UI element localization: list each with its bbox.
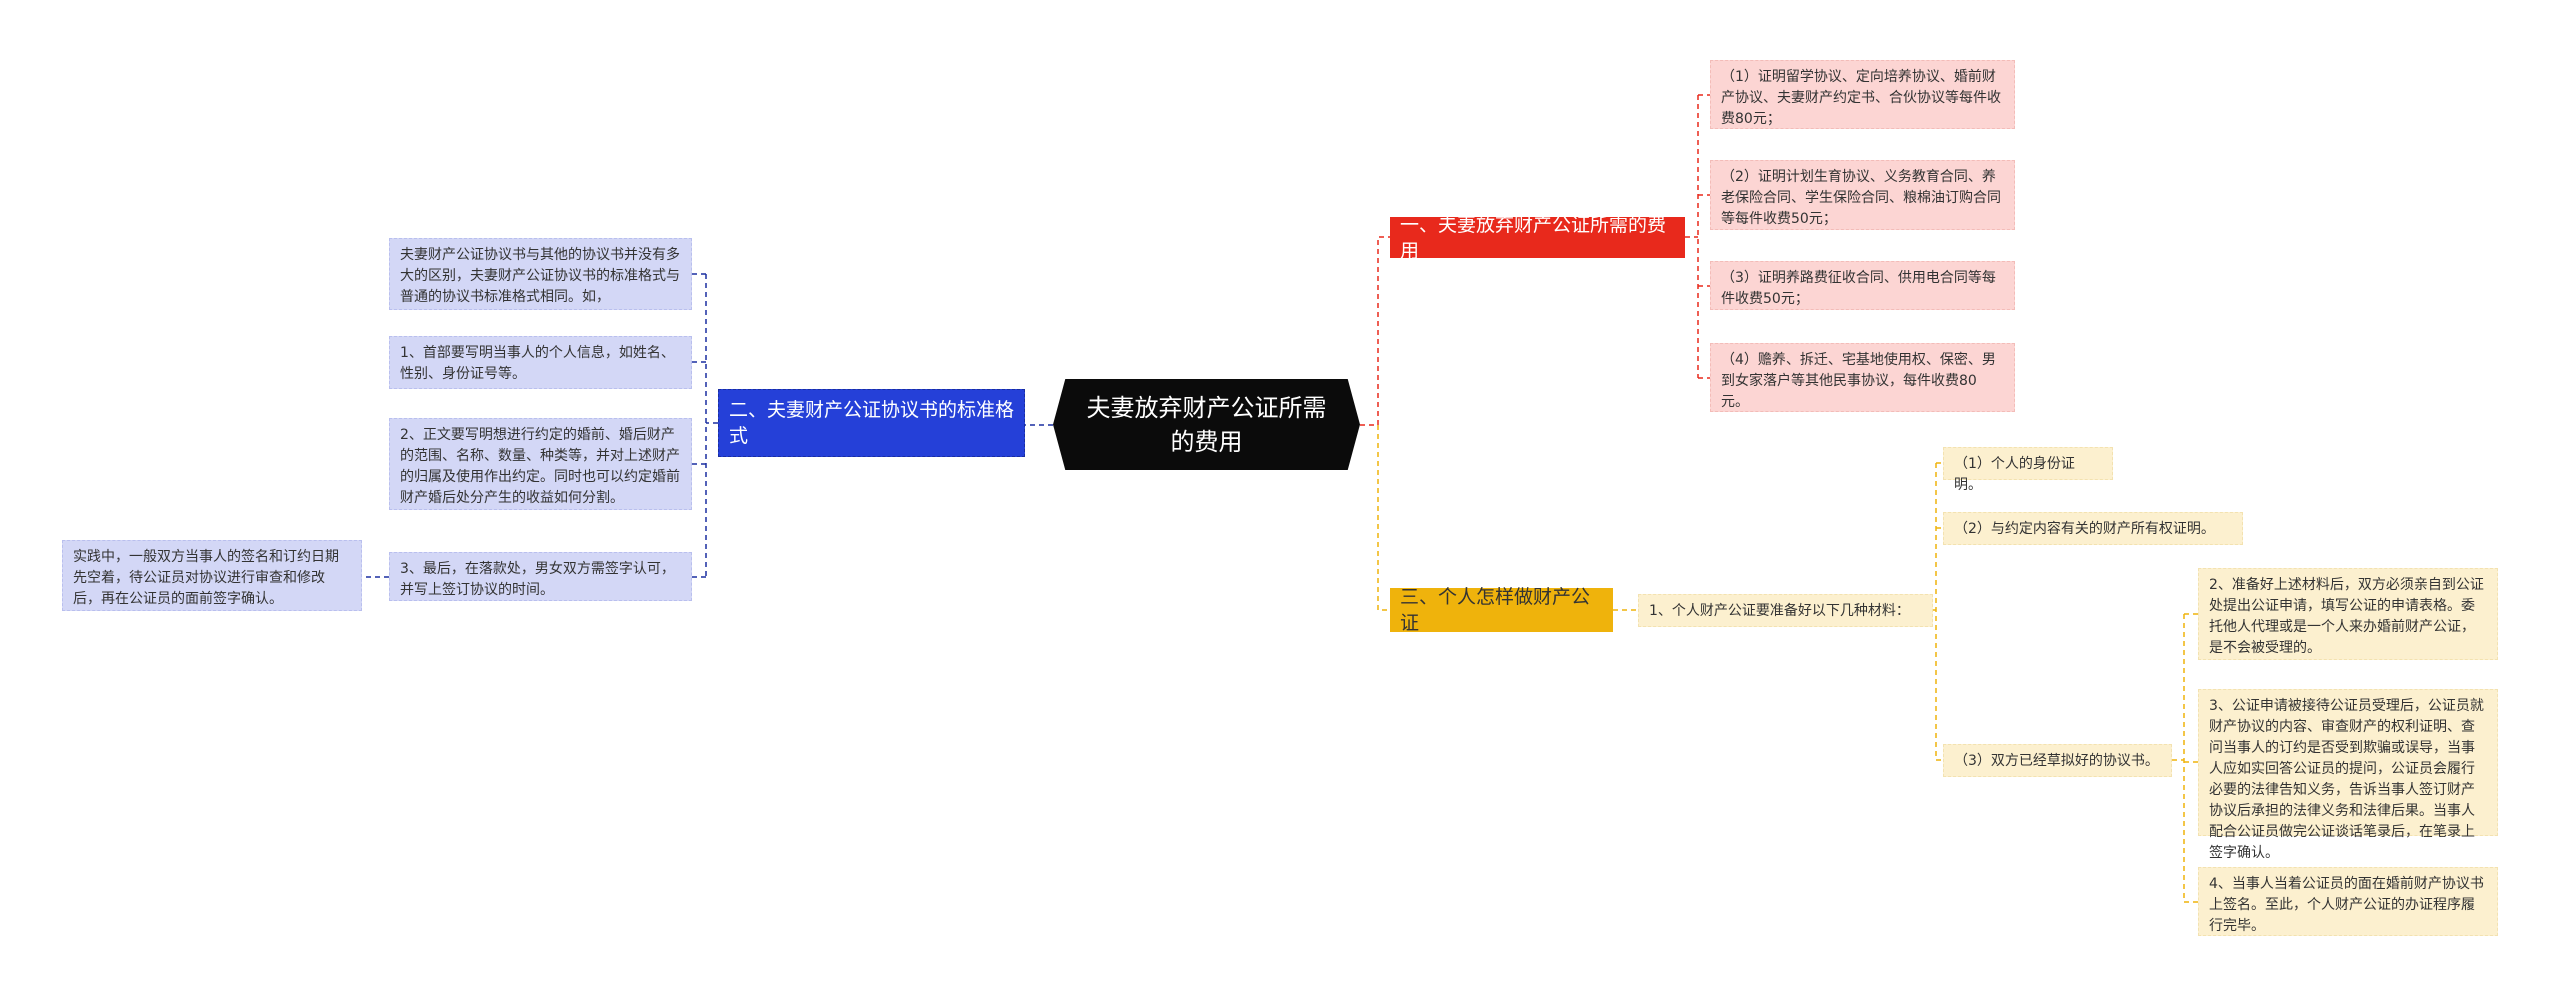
root-topic[interactable]: 夫妻放弃财产公证所需的费用 (1053, 379, 1360, 470)
root-label: 夫妻放弃财产公证所需的费用 (1086, 393, 1327, 456)
branch-format[interactable]: 二、夫妻财产公证协议书的标准格式 (718, 389, 1025, 457)
fee-item-4[interactable]: （4）赡养、拆迁、宅基地使用权、保密、男到女家落户等其他民事协议，每件收费80元… (1710, 343, 2015, 412)
fee-item-1[interactable]: （1）证明留学协议、定向培养协议、婚前财产协议、夫妻财产约定书、合伙协议等每件收… (1710, 60, 2015, 129)
format-item-2[interactable]: 2、正文要写明想进行约定的婚前、婚后财产的范围、名称、数量、种类等，并对上述财产… (389, 418, 692, 510)
format-item-1[interactable]: 1、首部要写明当事人的个人信息，如姓名、性别、身份证号等。 (389, 336, 692, 389)
branch-how-to[interactable]: 三、个人怎样做财产公证 (1390, 586, 1613, 634)
format-item-3[interactable]: 3、最后，在落款处，男女双方需签字认可，并写上签订协议的时间。 (389, 552, 692, 601)
material-3[interactable]: （3）双方已经草拟好的协议书。 (1943, 744, 2172, 777)
step-2[interactable]: 2、准备好上述材料后，双方必须亲自到公证处提出公证申请，填写公证的申请表格。委托… (2198, 568, 2498, 660)
branch-fees[interactable]: 一、夫妻放弃财产公证所需的费用 (1390, 214, 1685, 262)
step-4[interactable]: 4、当事人当着公证员的面在婚前财产协议书上签名。至此，个人财产公证的办证程序履行… (2198, 867, 2498, 936)
fee-item-2[interactable]: （2）证明计划生育协议、义务教育合同、养老保险合同、学生保险合同、粮棉油订购合同… (1710, 160, 2015, 230)
format-item-3-note[interactable]: 实践中，一般双方当事人的签名和订约日期先空着，待公证员对协议进行审查和修改后，再… (62, 540, 362, 611)
format-item-intro[interactable]: 夫妻财产公证协议书与其他的协议书并没有多大的区别，夫妻财产公证协议书的标准格式与… (389, 238, 692, 310)
material-2[interactable]: （2）与约定内容有关的财产所有权证明。 (1943, 512, 2243, 545)
materials-heading[interactable]: 1、个人财产公证要准备好以下几种材料： (1638, 594, 1933, 627)
material-1[interactable]: （1）个人的身份证明。 (1943, 447, 2113, 493)
fee-item-3[interactable]: （3）证明养路费征收合同、供用电合同等每件收费50元； (1710, 261, 2015, 310)
step-3[interactable]: 3、公证申请被接待公证员受理后，公证员就财产协议的内容、审查财产的权利证明、查问… (2198, 689, 2498, 861)
